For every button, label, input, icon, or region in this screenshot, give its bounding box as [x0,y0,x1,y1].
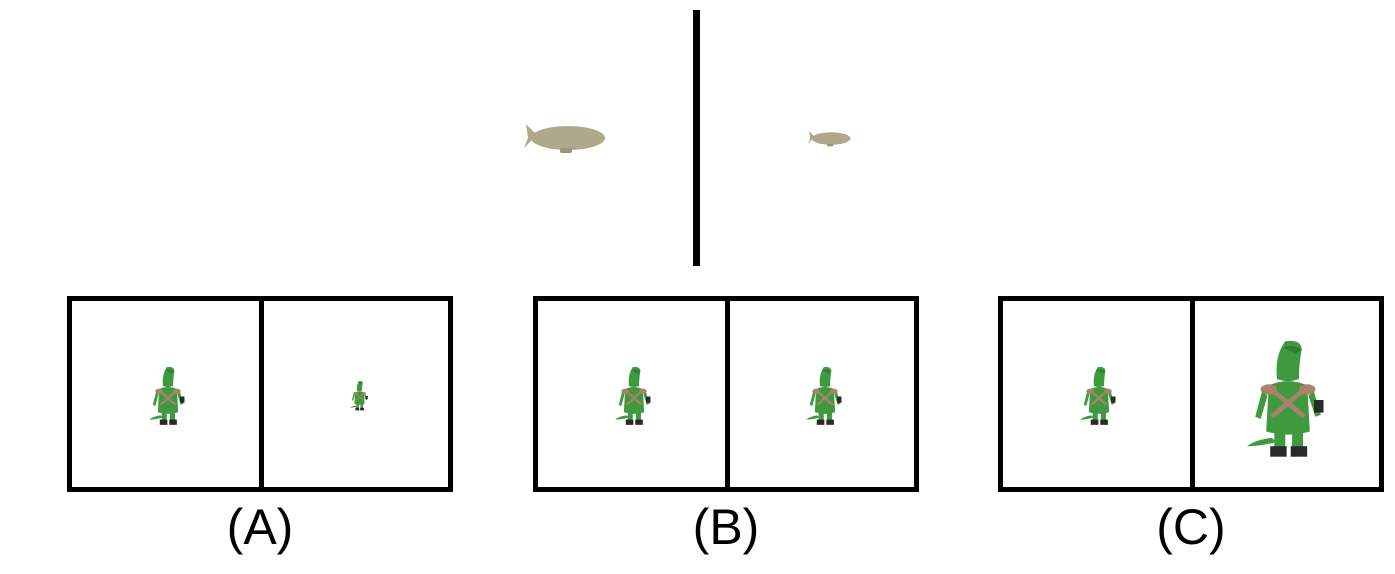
comparison-panel-a [67,296,453,492]
blimp-icon [522,118,606,158]
caption-b: (B) [692,499,760,555]
lizard-character-icon [1247,337,1329,463]
lizard-character-icon [350,380,369,412]
lizard-character-icon [149,365,187,428]
top-divider [693,10,700,266]
lizard-character-icon [806,365,844,428]
panel-divider [725,301,730,487]
caption-a: (A) [226,499,294,555]
panel-divider [1190,301,1195,487]
comparison-panel-b [533,296,919,492]
panel-divider [259,301,264,487]
comparison-panel-c [998,296,1384,492]
lizard-character-icon [1080,365,1118,428]
blimp-icon [807,128,851,149]
caption-c: (C) [1156,499,1226,555]
lizard-character-icon [615,365,653,428]
